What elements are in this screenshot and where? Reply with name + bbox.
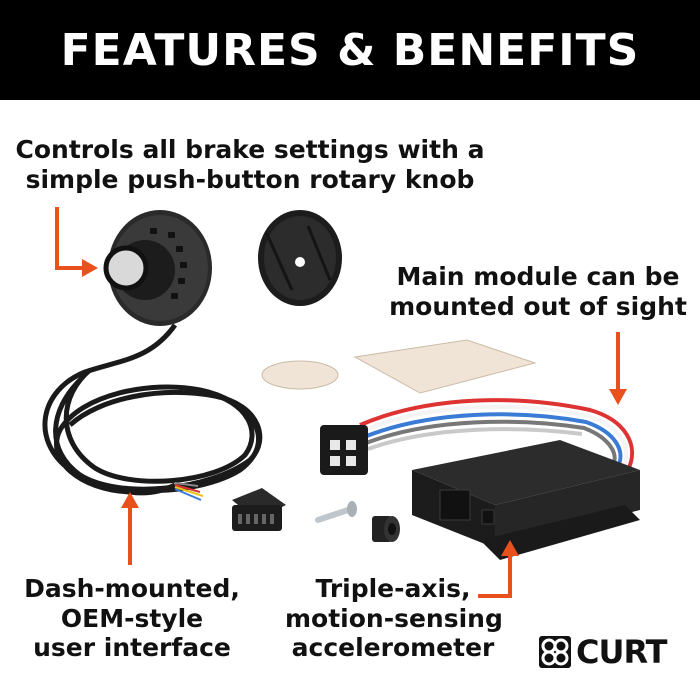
callout-line: Main module can be [396, 262, 680, 291]
rivet-nut [372, 516, 400, 542]
curt-logo-icon [539, 636, 571, 668]
adhesive-pad-round [261, 360, 339, 390]
adhesive-pad-square [353, 339, 537, 394]
small-connector [232, 488, 286, 531]
wire-harness [359, 398, 635, 472]
main-module [412, 440, 640, 560]
callout-line: user interface [33, 633, 231, 662]
callout-accelerometer: Triple-axis, motion-sensing acceleromete… [285, 574, 503, 663]
mounting-bracket [258, 210, 342, 306]
callout-dash-mounted: Dash-mounted, OEM-style user interface [18, 574, 246, 663]
callout-line: simple push-button rotary knob [25, 164, 475, 194]
callout-line: mounted out of sight [389, 291, 687, 321]
wire-ends [174, 482, 204, 501]
callout-rotary-knob: Controls all brake settings with a simpl… [0, 135, 500, 194]
banner-header: FEATURES & BENEFITS [0, 0, 700, 100]
rotary-knob [103, 210, 212, 326]
callout-line: Triple-axis, [315, 574, 471, 603]
callout-arrows [55, 207, 620, 598]
callout-line: accelerometer [291, 633, 495, 662]
callout-line: motion-sensing [285, 603, 503, 633]
callout-line: Controls all brake settings with a [15, 135, 485, 164]
callout-line: Dash-mounted, [24, 574, 240, 603]
cable-coil [42, 323, 263, 496]
curt-logo-text: CURT [576, 633, 667, 671]
callout-line: OEM-style [60, 603, 204, 633]
harness-connector [320, 425, 368, 475]
curt-logo: CURT [538, 632, 667, 672]
arrow-heads [82, 259, 627, 556]
mounting-screw [315, 501, 357, 523]
banner-title: FEATURES & BENEFITS [60, 24, 640, 76]
callout-main-module: Main module can be mounted out of sight [388, 262, 688, 321]
